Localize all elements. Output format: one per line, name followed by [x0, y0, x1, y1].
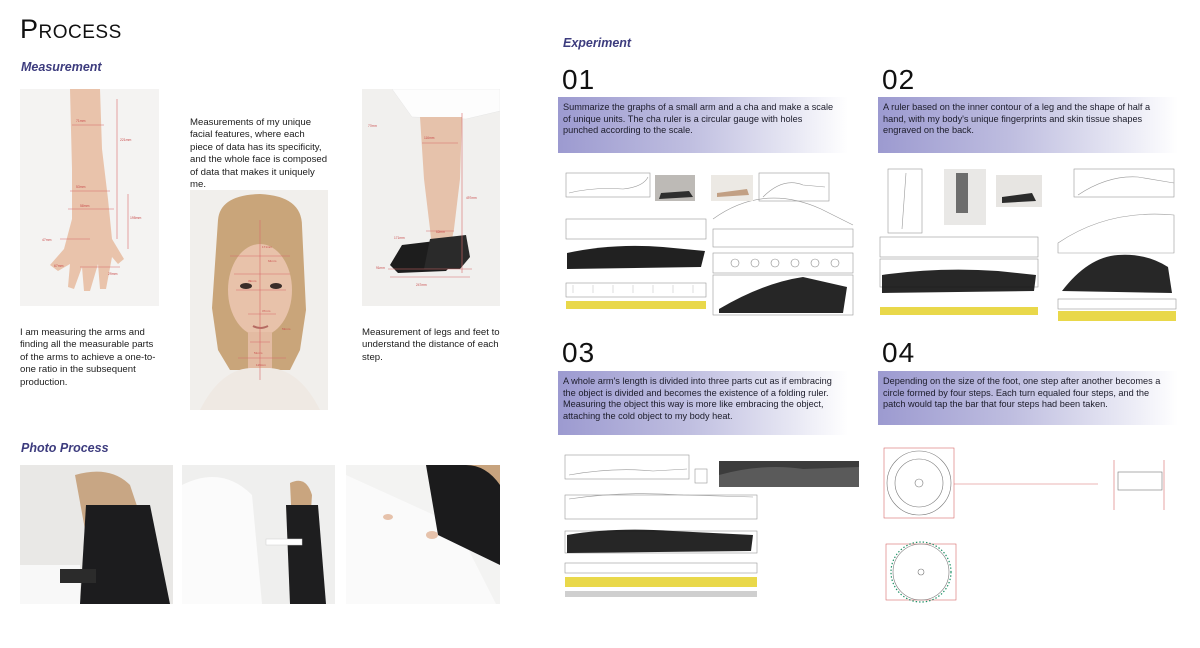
svg-text:116mm: 116mm — [424, 136, 435, 140]
experiment-04-number: 04 — [882, 337, 916, 368]
leg-description: Measurement of legs and feet to understa… — [362, 327, 500, 363]
svg-text:29mm: 29mm — [108, 272, 118, 276]
photo-process-3 — [346, 465, 500, 604]
experiment-heading: Experiment — [563, 36, 632, 50]
experiment-04-description: Depending on the size of the foot, one s… — [878, 371, 1178, 425]
svg-text:67mm: 67mm — [54, 264, 64, 268]
photo-process-heading: Photo Process — [21, 441, 109, 455]
svg-text:71mm: 71mm — [76, 119, 86, 123]
svg-text:64mm: 64mm — [268, 259, 277, 263]
experiment-02-diagram — [878, 163, 1178, 323]
arm-measurement-photo: 221mm 195mm 71mm 53mm 58mm 47mm 29mm 67m… — [20, 89, 159, 306]
photo-process-2 — [182, 465, 335, 604]
experiment-03-diagram — [563, 445, 860, 600]
svg-text:247mm: 247mm — [416, 283, 427, 287]
experiment-03-number: 03 — [562, 337, 596, 368]
svg-text:53mm: 53mm — [282, 327, 291, 331]
svg-text:53mm: 53mm — [76, 185, 86, 189]
experiment-04-diagram — [878, 440, 1178, 605]
svg-text:62mm: 62mm — [436, 230, 445, 234]
svg-text:221mm: 221mm — [120, 138, 131, 142]
experiment-03-description: A whole arm's length is divided into thr… — [558, 371, 848, 435]
svg-text:47mm: 47mm — [42, 238, 52, 242]
svg-text:39mm: 39mm — [248, 279, 257, 283]
experiment-02-description: A ruler based on the inner contour of a … — [878, 97, 1178, 153]
svg-text:497mm: 497mm — [466, 196, 477, 200]
experiment-01-number: 01 — [562, 64, 596, 95]
experiment-01-diagram — [563, 163, 858, 318]
svg-text:171mm: 171mm — [262, 245, 273, 249]
svg-text:91mm: 91mm — [376, 266, 385, 270]
face-measurement-photo: 171mm 64mm 39mm 37mm 53mm 51mm 119mm — [190, 190, 328, 410]
face-description: Measurements of my unique facial feature… — [190, 117, 328, 191]
svg-text:51mm: 51mm — [254, 351, 263, 355]
svg-text:37mm: 37mm — [262, 309, 271, 313]
page-title: Process — [20, 14, 122, 44]
photo-process-1 — [20, 465, 173, 604]
arm-description: I am measuring the arms and finding all … — [20, 327, 156, 388]
leg-measurement-photo: 77mm 116mm 497mm 62mm 171mm 91mm 247mm — [362, 89, 500, 306]
experiment-02-number: 02 — [882, 64, 916, 95]
svg-text:195mm: 195mm — [130, 216, 141, 220]
experiment-01-description: Summarize the graphs of a small arm and … — [558, 97, 848, 153]
svg-text:58mm: 58mm — [80, 204, 90, 208]
svg-text:77mm: 77mm — [368, 124, 377, 128]
svg-text:119mm: 119mm — [256, 363, 266, 367]
svg-text:171mm: 171mm — [394, 236, 405, 240]
measurement-heading: Measurement — [21, 60, 102, 74]
